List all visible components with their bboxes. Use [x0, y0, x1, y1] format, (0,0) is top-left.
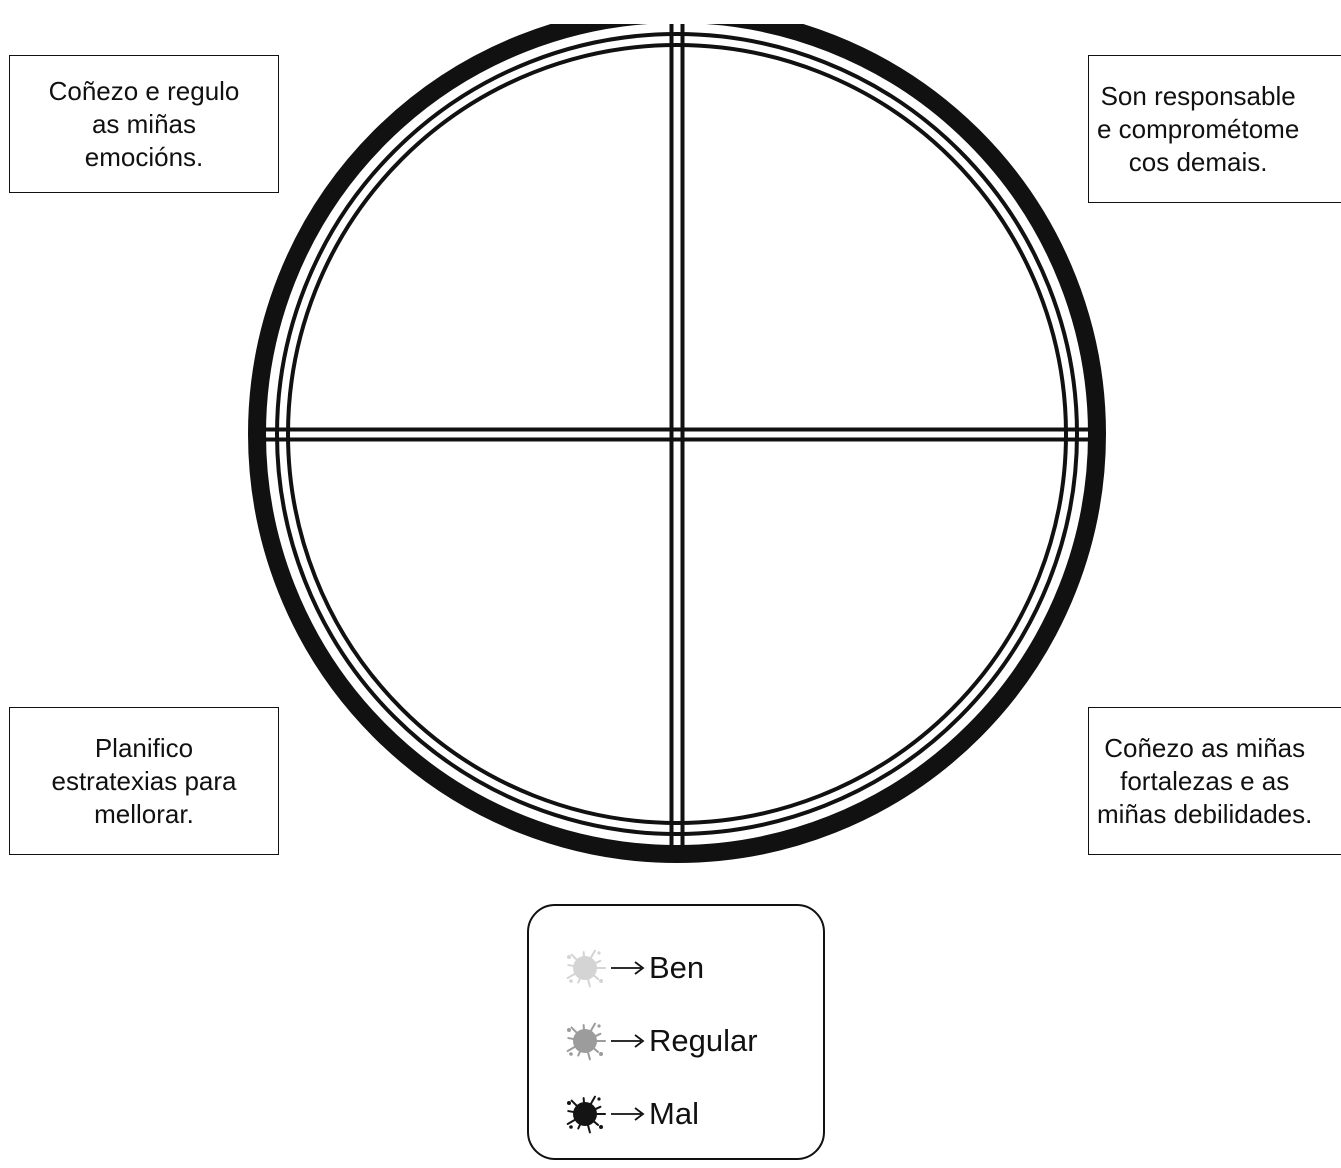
inner-ring — [275, 32, 1079, 836]
outer-ring — [248, 24, 1106, 863]
splat-mark — [566, 949, 606, 988]
label-box-bottom-left: Planifico estratexias para mellorar. — [9, 707, 279, 855]
label-top-left: Coñezo e regulo as miñas emocións. — [48, 75, 240, 172]
legend-item-mal: Mal — [559, 1084, 699, 1144]
splat-mark — [566, 1022, 606, 1061]
splat-mark — [566, 1095, 606, 1134]
splat-dark-icon — [566, 1095, 645, 1134]
splat-medium-icon — [566, 1022, 645, 1061]
legend-item-regular: Regular — [559, 1011, 758, 1071]
emotion-wheel — [248, 24, 1106, 863]
legend-label-regular: Regular — [649, 1023, 758, 1058]
legend-label-mal: Mal — [649, 1096, 699, 1131]
label-top-right: Son responsable e comprométome cos demai… — [1097, 80, 1300, 177]
legend-item-ben: Ben — [559, 938, 704, 998]
label-bottom-right: Coñezo as miñas fortalezas e as miñas de… — [1097, 732, 1313, 829]
legend-label-ben: Ben — [649, 950, 705, 985]
label-box-top-right: Son responsable e comprométome cos demai… — [1088, 55, 1341, 203]
legend-box: Ben Regular Mal — [527, 904, 825, 1160]
label-bottom-left: Planifico estratexias para mellorar. — [51, 732, 237, 829]
innermost-ring — [286, 43, 1068, 825]
splat-light-icon — [566, 949, 645, 988]
label-box-bottom-right: Coñezo as miñas fortalezas e as miñas de… — [1088, 707, 1341, 855]
label-box-top-left: Coñezo e regulo as miñas emocións. — [9, 55, 279, 193]
